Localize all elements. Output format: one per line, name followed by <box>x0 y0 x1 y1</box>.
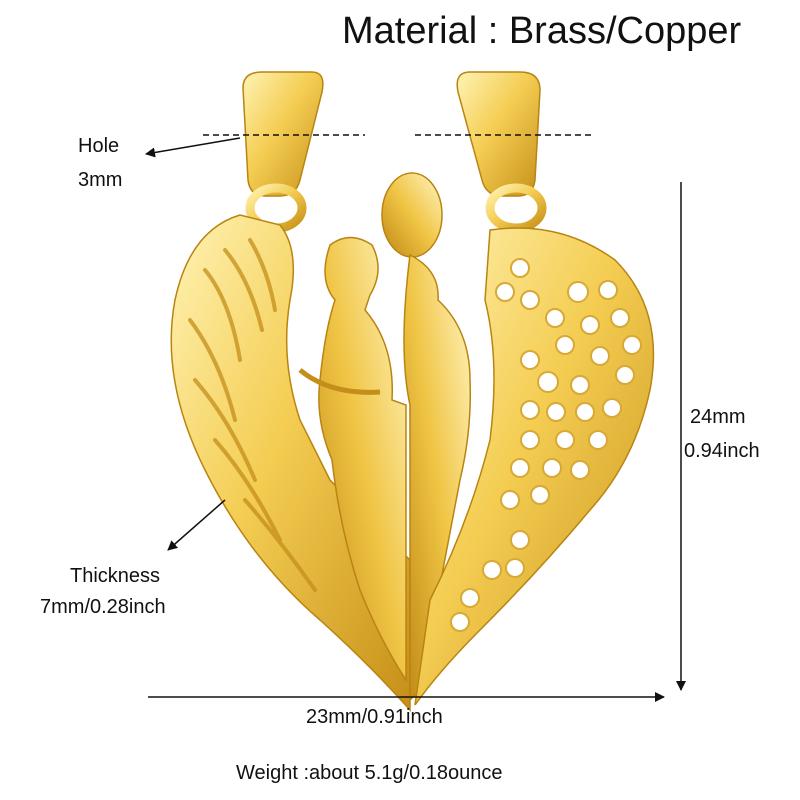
weight-label: Weight :about 5.1g/0.18ounce <box>236 762 503 784</box>
right-pendant-half <box>381 71 655 706</box>
material-title: Material : Brass/Copper <box>342 10 742 52</box>
right-bail <box>456 71 541 197</box>
right-wing <box>414 227 655 706</box>
hole-arrow <box>145 137 241 158</box>
hole-label: Hole <box>78 135 120 157</box>
left-pendant-half <box>170 71 411 712</box>
width-label: 23mm/0.91inch <box>306 706 443 728</box>
crystal-stones <box>450 258 642 632</box>
right-figure <box>403 253 472 702</box>
left-figure <box>318 236 407 683</box>
thickness-value: 7mm/0.28inch <box>40 596 166 618</box>
left-wing <box>170 214 411 712</box>
thickness-arrow <box>167 499 226 551</box>
hole-value: 3mm <box>78 169 123 191</box>
height-inch-label: 0.94inch <box>684 440 760 462</box>
right-figure-head <box>381 172 443 258</box>
height-mm-label: 24mm <box>690 406 746 428</box>
thickness-label: Thickness <box>70 565 161 587</box>
left-bail <box>242 71 324 197</box>
